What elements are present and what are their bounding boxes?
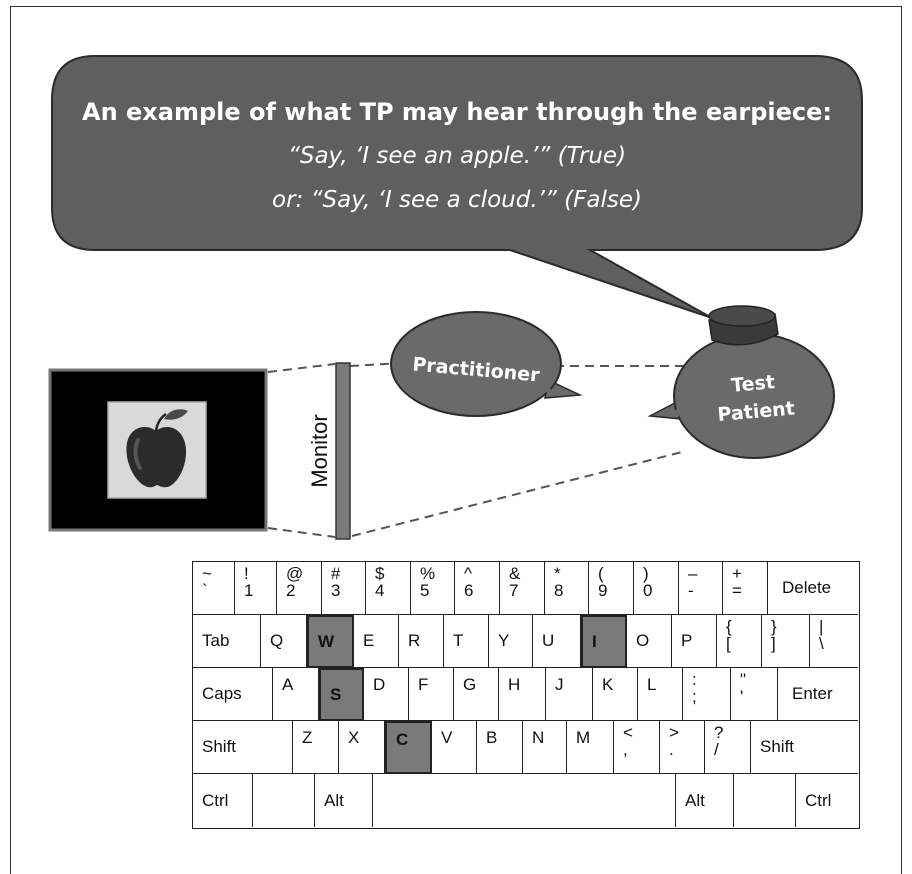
key-g[interactable]: G xyxy=(454,668,499,721)
key-tab[interactable]: Tab xyxy=(193,615,261,668)
key-spacebar[interactable] xyxy=(373,774,676,827)
key-p[interactable]: P xyxy=(672,615,717,668)
monitor-screen xyxy=(48,368,268,532)
key-z[interactable]: Z xyxy=(293,721,339,774)
key-right-shift[interactable]: Shift xyxy=(751,721,858,774)
key-n[interactable]: N xyxy=(523,721,567,774)
key-minus[interactable]: –- xyxy=(679,562,723,615)
key-tilde[interactable]: ~` xyxy=(193,562,235,615)
key-c-highlighted[interactable]: C xyxy=(385,721,432,774)
key-u[interactable]: U xyxy=(533,615,581,668)
key-quote[interactable]: "' xyxy=(731,668,778,721)
key-2[interactable]: @2 xyxy=(277,562,322,615)
key-slash[interactable]: ?/ xyxy=(705,721,751,774)
monitor: Monitor xyxy=(307,362,351,540)
key-6[interactable]: ^6 xyxy=(455,562,500,615)
key-left-blank[interactable] xyxy=(253,774,315,827)
key-a[interactable]: A xyxy=(273,668,319,721)
sight-line-monitor-patient xyxy=(351,451,683,537)
earpiece-speech-bubble: An example of what TP may hear through t… xyxy=(51,55,863,319)
key-right-ctrl[interactable]: Ctrl xyxy=(805,790,832,810)
key-d[interactable]: D xyxy=(364,668,409,721)
key-0[interactable]: )0 xyxy=(634,562,679,615)
key-l[interactable]: L xyxy=(638,668,683,721)
key-4[interactable]: $4 xyxy=(366,562,411,615)
key-right-bracket[interactable]: }] xyxy=(762,615,810,668)
key-i-highlighted[interactable]: I xyxy=(581,615,627,668)
keyboard-row-3: Caps A S D F G H J K L :; "' Enter xyxy=(193,668,859,721)
earpiece-icon xyxy=(708,305,779,346)
key-equals[interactable]: += xyxy=(723,562,768,615)
key-r[interactable]: R xyxy=(399,615,444,668)
key-right-alt[interactable]: Alt xyxy=(676,774,734,827)
keyboard-row-1: ~` !1 @2 #3 $4 %5 ^6 &7 *8 (9 )0 –- += D… xyxy=(193,562,859,615)
key-o[interactable]: O xyxy=(627,615,672,668)
key-left-ctrl[interactable]: Ctrl xyxy=(193,774,253,827)
sight-line-upper-left xyxy=(267,363,336,373)
key-left-bracket[interactable]: {[ xyxy=(717,615,762,668)
key-e[interactable]: E xyxy=(354,615,399,668)
monitor-label: Monitor xyxy=(307,414,332,487)
key-enter[interactable]: Enter xyxy=(778,668,858,721)
test-patient-label-line1: Test xyxy=(730,371,775,397)
key-caps[interactable]: Caps xyxy=(193,668,273,721)
keyboard: ~` !1 @2 #3 $4 %5 ^6 &7 *8 (9 )0 –- += D… xyxy=(192,561,860,829)
keyboard-row-4: Shift Z X C V B N M <, >. ?/ Shift xyxy=(193,721,859,774)
practitioner-bubble: Practitioner xyxy=(390,311,583,417)
test-patient-bubble: Test Patient xyxy=(647,333,835,459)
key-w-highlighted[interactable]: W xyxy=(307,615,354,668)
key-left-alt[interactable]: Alt xyxy=(315,774,373,827)
bubble-true-example: “Say, ‘I see an apple.’” (True) xyxy=(288,143,626,169)
apple-image xyxy=(126,409,188,488)
key-h[interactable]: H xyxy=(499,668,546,721)
bubble-heading: An example of what TP may hear through t… xyxy=(82,98,832,126)
bubble-false-example: or: “Say, ‘I see a cloud.’” (False) xyxy=(272,187,642,213)
keyboard-row-2: Tab Q W E R T Y U I O P {[ }] |\ xyxy=(193,615,859,668)
key-delete[interactable]: Delete xyxy=(768,562,858,615)
key-9[interactable]: (9 xyxy=(589,562,634,615)
key-3[interactable]: #3 xyxy=(322,562,366,615)
key-t[interactable]: T xyxy=(444,615,489,668)
keyboard-row-5: Ctrl Alt Alt Ctrl xyxy=(193,774,859,827)
key-v[interactable]: V xyxy=(432,721,477,774)
key-8[interactable]: *8 xyxy=(545,562,589,615)
key-j[interactable]: J xyxy=(546,668,593,721)
figure-frame xyxy=(10,6,902,874)
key-s-highlighted[interactable]: S xyxy=(319,668,364,721)
key-y[interactable]: Y xyxy=(489,615,533,668)
key-b[interactable]: B xyxy=(477,721,523,774)
key-q[interactable]: Q xyxy=(261,615,307,668)
key-m[interactable]: M xyxy=(567,721,614,774)
key-period[interactable]: >. xyxy=(660,721,705,774)
key-right-blank[interactable] xyxy=(734,774,796,827)
sight-lines xyxy=(267,362,690,538)
key-x[interactable]: X xyxy=(339,721,385,774)
sight-line-lower-left xyxy=(267,527,336,538)
key-k[interactable]: K xyxy=(593,668,638,721)
key-f[interactable]: F xyxy=(409,668,454,721)
sight-line-monitor-practitioner xyxy=(349,362,403,367)
key-backslash[interactable]: |\ xyxy=(810,615,858,668)
key-7[interactable]: &7 xyxy=(500,562,545,615)
key-1[interactable]: !1 xyxy=(235,562,277,615)
key-left-shift[interactable]: Shift xyxy=(193,721,293,774)
key-semicolon[interactable]: :; xyxy=(683,668,731,721)
key-5[interactable]: %5 xyxy=(411,562,455,615)
key-comma[interactable]: <, xyxy=(614,721,660,774)
